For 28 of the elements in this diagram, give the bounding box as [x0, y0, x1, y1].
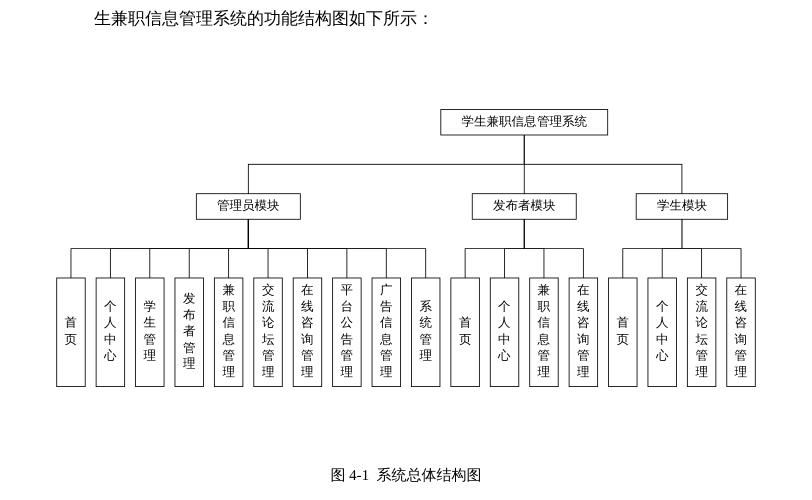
- connector-line: [248, 218, 426, 279]
- system-box: 学生兼职信息管理系统: [440, 109, 608, 136]
- function-box: 兼职信息管理: [214, 278, 244, 387]
- function-box: 在线咨询管理: [568, 278, 598, 387]
- function-box: 首页: [608, 278, 638, 387]
- connector-line: [524, 134, 682, 195]
- module-box: 学生模块: [636, 193, 728, 220]
- function-box: 个人中心: [96, 278, 126, 387]
- function-box: 首页: [450, 278, 480, 387]
- function-box: 平台公告管理: [332, 278, 362, 387]
- function-box: 兼职信息管理: [529, 278, 559, 387]
- module-box: 管理员模块: [196, 193, 301, 220]
- function-box: 学生管理: [135, 278, 164, 387]
- figure-caption: 图 4-1 系统总体结构图: [330, 466, 482, 486]
- function-box: 发布者管理: [174, 278, 204, 387]
- connector-line: [682, 218, 742, 279]
- function-box: 个人中心: [490, 278, 520, 387]
- module-box: 发布者模块: [472, 193, 577, 220]
- function-box: 交流论坛管理: [253, 278, 283, 387]
- function-box: 广告信息管理: [372, 278, 401, 387]
- function-box: 交流论坛管理: [686, 278, 716, 387]
- intro-sentence: 生兼职信息管理系统的功能结构图如下所示：: [94, 8, 434, 30]
- connector-line: [524, 218, 584, 279]
- function-box: 个人中心: [648, 278, 677, 387]
- function-box: 在线咨询管理: [292, 278, 322, 387]
- function-box: 首页: [56, 278, 86, 387]
- function-box: 在线咨询管理: [726, 278, 756, 387]
- function-box: 系统管理: [411, 278, 440, 387]
